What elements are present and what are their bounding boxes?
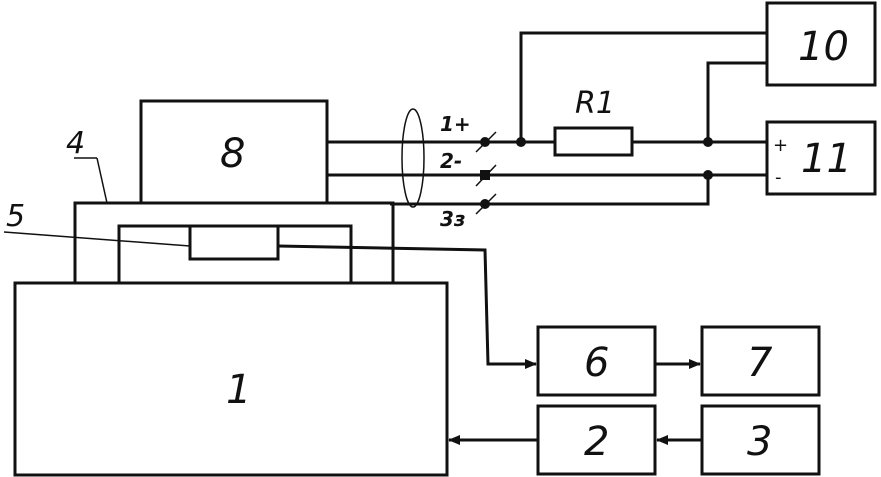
terminal-2-slash	[475, 164, 497, 187]
block-1	[13, 281, 449, 477]
block-3	[700, 404, 821, 476]
wire-5-to-6	[277, 244, 537, 369]
polarity-minus: -	[775, 167, 782, 188]
block-3-label: 3	[747, 419, 772, 465]
block-1-label: 1	[226, 367, 251, 413]
wire-3-to-junction	[485, 175, 710, 206]
block-8	[139, 99, 329, 205]
polarity-plus: +	[773, 135, 788, 156]
block-7-label: 7	[747, 340, 773, 386]
leader-4-slant	[96, 157, 108, 204]
cable-bundle	[401, 108, 425, 208]
block-11	[765, 120, 877, 196]
block-10-label: 10	[798, 24, 849, 70]
block-7	[700, 325, 821, 397]
terminal-2	[480, 170, 490, 180]
block-2-label: 2	[584, 419, 609, 465]
block-11-label: 11	[801, 136, 852, 182]
block-2	[536, 404, 657, 476]
block-5-sensor	[188, 224, 280, 261]
resistor-r1-label: R1	[575, 86, 615, 121]
label-4: 4	[66, 126, 85, 161]
block-10	[765, 1, 877, 87]
block-8-label: 8	[220, 131, 245, 177]
block-6-label: 6	[584, 340, 609, 386]
label-5: 5	[6, 199, 25, 234]
leader-5	[3, 231, 191, 247]
terminal-1-label: 1+	[440, 112, 471, 136]
block-6	[536, 325, 657, 397]
terminal-3-label: 3з	[440, 207, 466, 231]
terminal-2-label: 2-	[440, 149, 462, 173]
wire-to-10-bottom	[706, 61, 767, 142]
resistor-r1	[553, 126, 634, 157]
wire-to-10-top	[519, 31, 767, 142]
